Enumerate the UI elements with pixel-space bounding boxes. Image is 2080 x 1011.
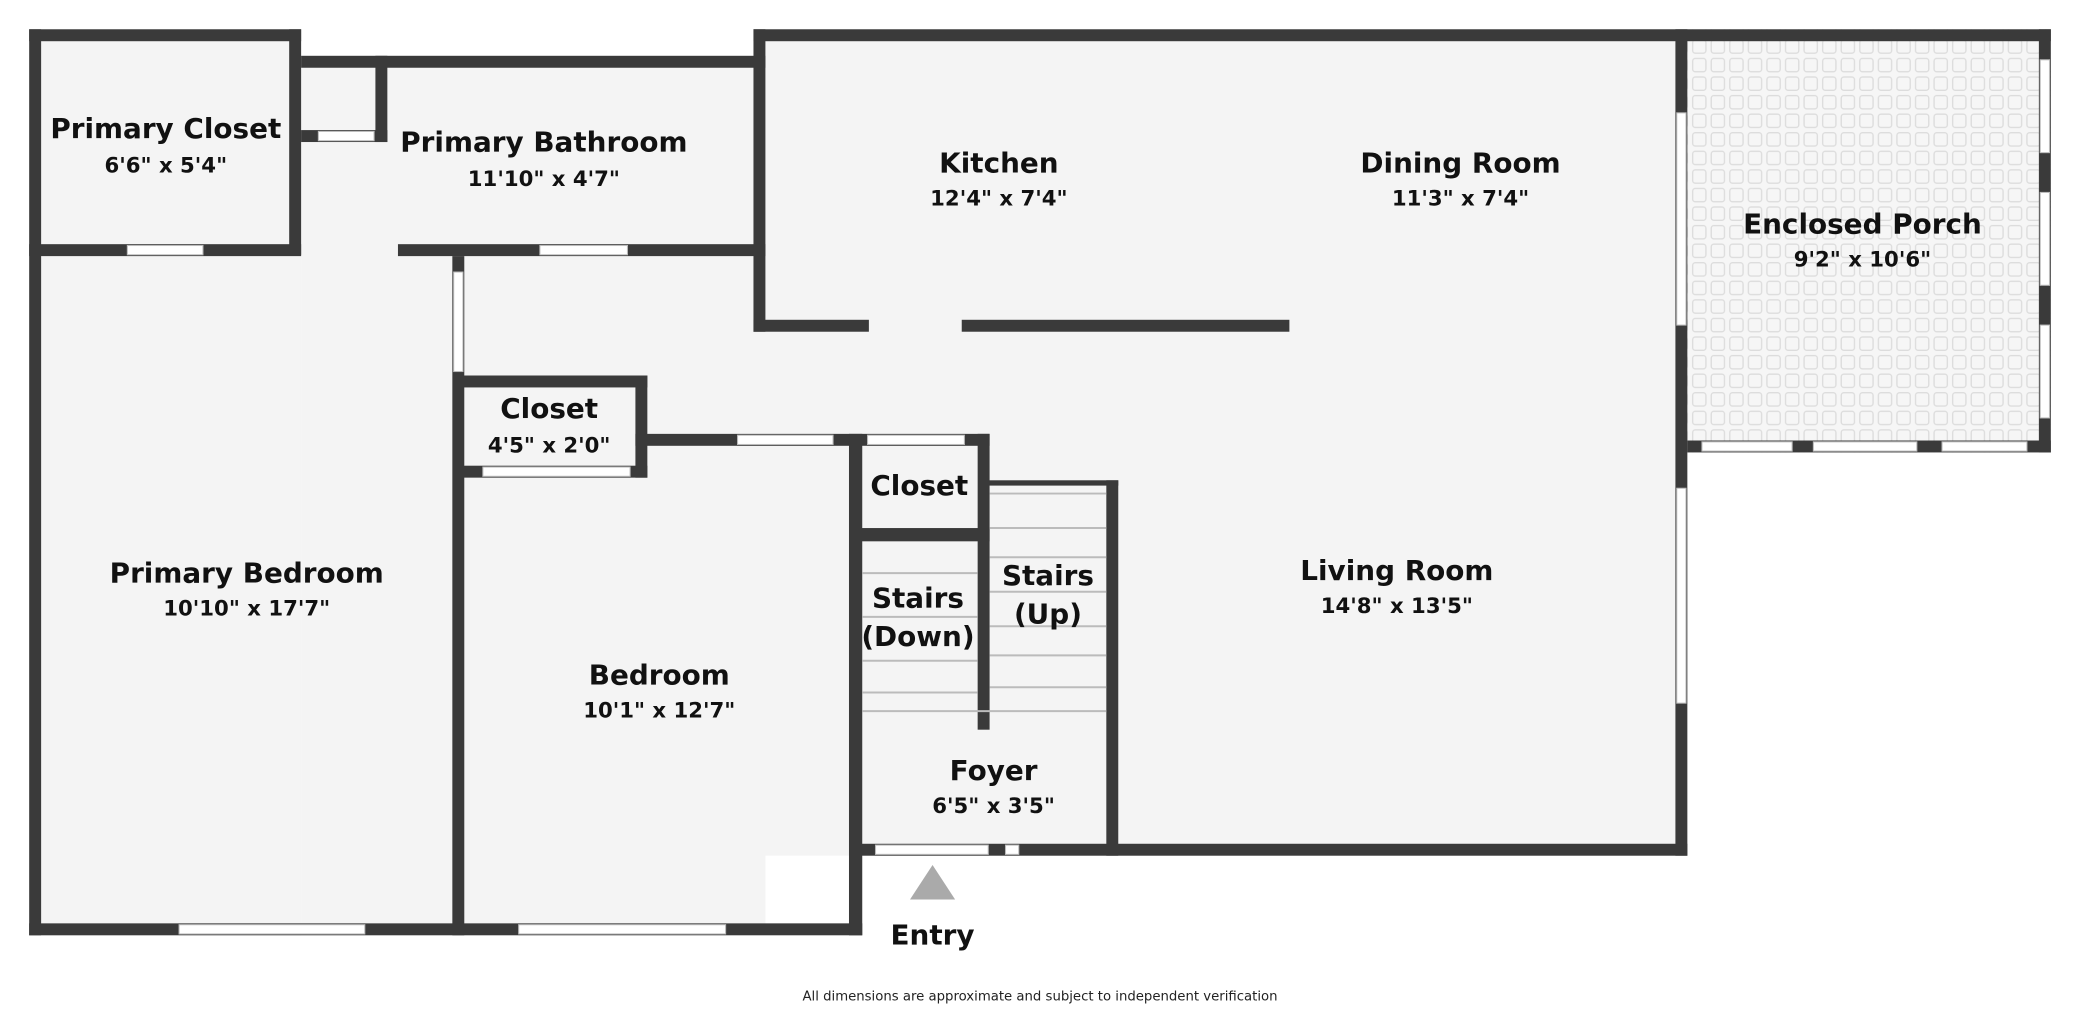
footer-note: All dimensions are approximate and subje… (802, 989, 1277, 1004)
room-dims: 14'8" x 13'5" (1321, 594, 1473, 619)
room-dining-room: Dining Room 11'3" x 7'4" (1360, 147, 1560, 212)
room-primary-bedroom: Primary Bedroom 10'10" x 17'7" (110, 556, 384, 621)
room-dims: 9'2" x 10'6" (1794, 248, 1931, 273)
room-sub: (Up) (1014, 598, 1082, 631)
stair-treads (862, 492, 1107, 713)
entry-arrow-icon (910, 864, 956, 900)
room-living-room: Living Room 14'8" x 13'5" (1300, 554, 1493, 619)
room-primary-closet: Primary Closet 6'6" x 5'4" (50, 112, 281, 178)
room-name: Enclosed Porch (1743, 208, 1982, 241)
room-dims: 10'10" x 17'7" (163, 597, 330, 622)
room-dims: 4'5" x 2'0" (488, 433, 611, 458)
room-stairs-up: Stairs (Up) (1002, 559, 1094, 630)
room-name: Stairs (872, 582, 964, 615)
room-enclosed-porch: Enclosed Porch 9'2" x 10'6" (1743, 208, 1982, 273)
entry-label: Entry (891, 919, 975, 952)
room-bedroom: Bedroom 10'1" x 12'7" (583, 659, 735, 724)
room-foyer: Foyer 6'5" x 3'5" (932, 754, 1055, 819)
room-name: Kitchen (939, 147, 1058, 180)
room-name: Primary Bathroom (400, 125, 687, 158)
room-name: Closet (870, 469, 968, 502)
room-kitchen: Kitchen 12'4" x 7'4" (930, 147, 1067, 212)
room-closet: Closet 4'5" x 2'0" (488, 392, 611, 458)
room-name: Living Room (1300, 554, 1493, 587)
room-dims: 11'10" x 4'7" (468, 167, 620, 192)
room-dims: 11'3" x 7'4" (1392, 187, 1529, 212)
room-primary-bathroom: Primary Bathroom 11'10" x 4'7" (400, 125, 687, 191)
room-name: Bedroom (589, 659, 730, 692)
room-dims: 6'5" x 3'5" (932, 794, 1055, 819)
room-name: Dining Room (1360, 147, 1560, 180)
room-name: Primary Closet (50, 112, 281, 145)
room-dims: 12'4" x 7'4" (930, 187, 1067, 212)
room-dims: 6'6" x 5'4" (105, 154, 228, 179)
room-closet-small: Closet (870, 469, 968, 502)
room-name: Closet (500, 392, 598, 425)
porch-tile-floor (1687, 29, 2051, 453)
room-dims: 10'1" x 12'7" (583, 699, 735, 724)
room-name: Stairs (1002, 559, 1094, 592)
room-sub: (Down) (861, 620, 974, 653)
room-name: Foyer (950, 754, 1038, 787)
room-name: Primary Bedroom (110, 556, 384, 589)
room-stairs-down: Stairs (Down) (861, 582, 974, 653)
openings (126, 59, 2051, 935)
